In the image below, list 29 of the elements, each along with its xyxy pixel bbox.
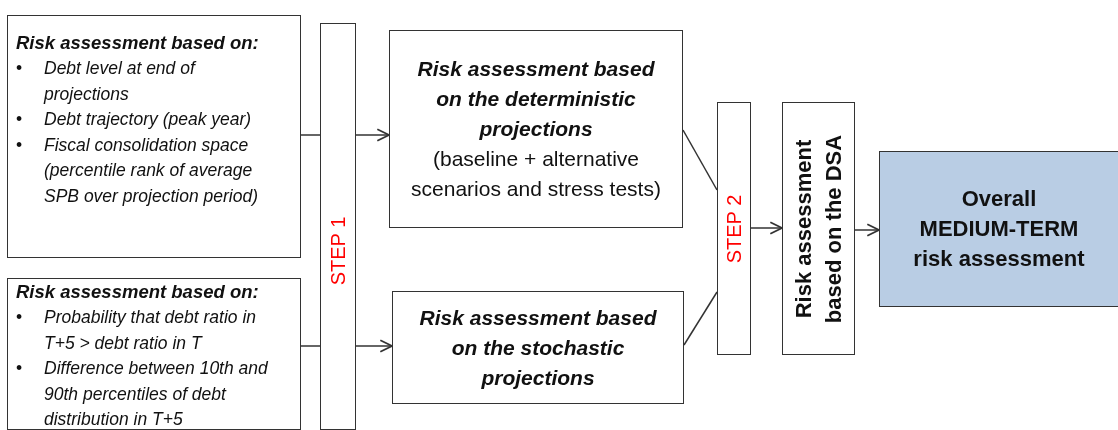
connector-line — [683, 291, 718, 346]
box-heading: Risk assessment based on: — [16, 32, 259, 54]
arrow — [355, 339, 393, 353]
connector-line — [682, 129, 718, 191]
step-label: STEP 2 — [722, 194, 746, 263]
box-title: Risk assessment based on the DSA — [789, 133, 847, 325]
criteria-box — [7, 15, 301, 258]
bullet-item: • Debt level at end of projections — [16, 57, 198, 106]
assessment-box — [389, 30, 683, 228]
assessment-box — [392, 291, 684, 404]
box-title: Risk assessment based on the stochastic projections — [418, 304, 658, 391]
step-bar — [717, 102, 751, 355]
arrow — [854, 223, 880, 237]
connector-line — [300, 134, 321, 136]
step-label: STEP 1 — [326, 216, 350, 286]
step-bar — [320, 23, 356, 430]
box-title: Overall MEDIUM-TERM risk assessment — [912, 185, 1086, 273]
connector-line — [300, 345, 321, 347]
result-box — [879, 151, 1118, 307]
criteria-box — [7, 278, 301, 430]
arrow — [355, 128, 390, 142]
bullet-item: • Debt trajectory (peak year) — [16, 108, 252, 131]
bullet-item: • Probability that debt ratio in T+5 > debt ratio in T — [16, 306, 258, 355]
arrow — [750, 221, 783, 235]
bullet-item: • Difference between 10th and 90th percentiles of debt distribution in T+5 — [16, 357, 269, 430]
bullet-item: • Fiscal consolidation space (percentile rank of average SPB over projection period) — [16, 133, 259, 208]
box-subtitle: (baseline + alternative scenarios and stress tests) — [410, 146, 662, 202]
assessment-box — [782, 102, 855, 355]
box-heading: Risk assessment based on: — [16, 281, 259, 303]
